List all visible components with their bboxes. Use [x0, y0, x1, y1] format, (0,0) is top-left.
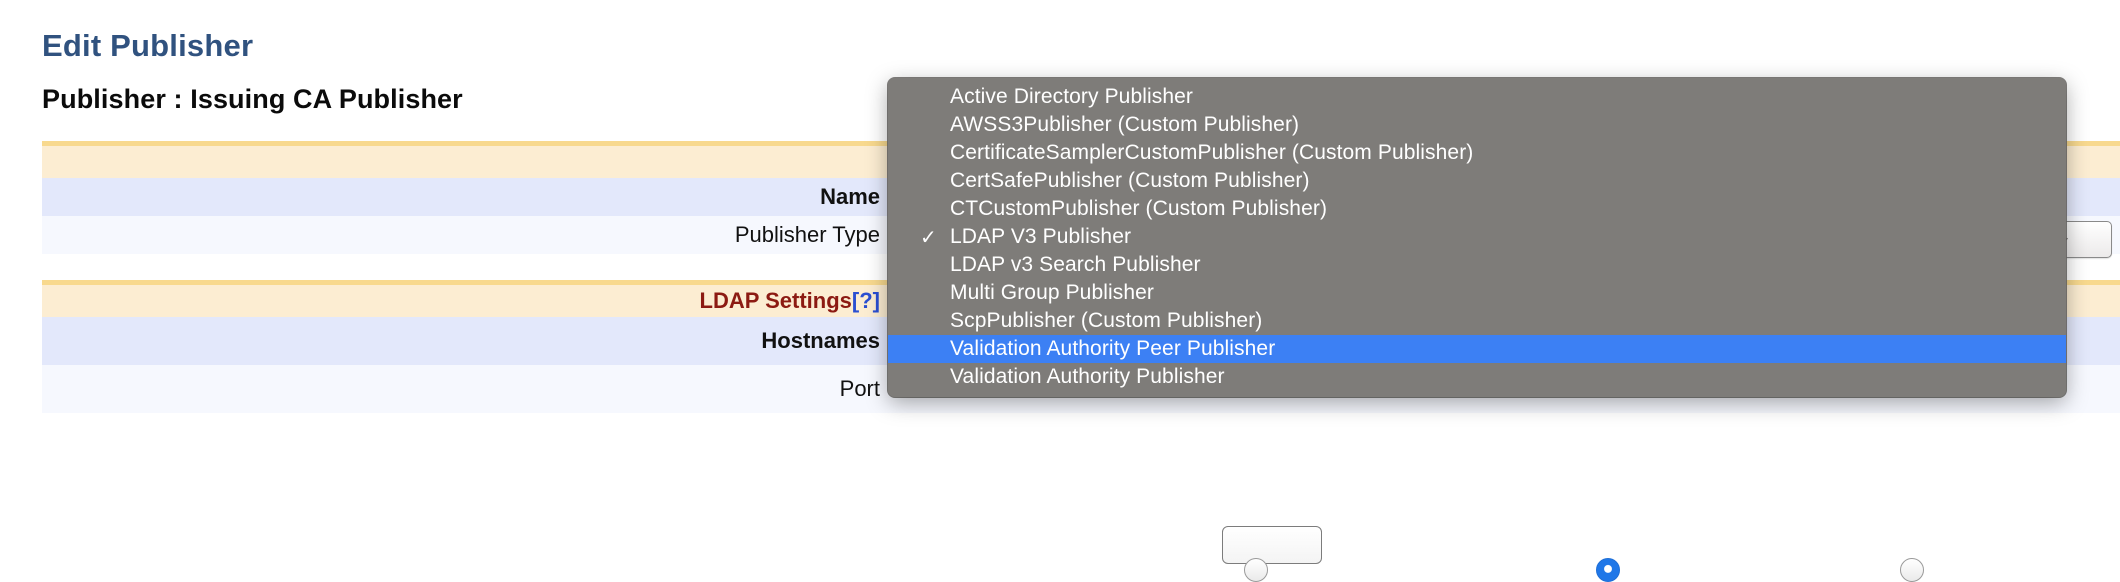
- dropdown-item-6[interactable]: LDAP v3 Search Publisher: [888, 251, 2066, 279]
- dropdown-item-label: AWSS3Publisher (Custom Publisher): [950, 113, 1300, 136]
- radio-option-3[interactable]: [1900, 558, 1924, 582]
- dropdown-item-4[interactable]: CTCustomPublisher (Custom Publisher): [888, 195, 2066, 223]
- dropdown-item-label: CertificateSamplerCustomPublisher (Custo…: [950, 141, 1474, 164]
- edit-publisher-page: Edit Publisher Publisher : Issuing CA Pu…: [42, 28, 2120, 582]
- dropdown-item-5[interactable]: ✓ LDAP V3 Publisher: [888, 223, 2066, 251]
- dropdown-item-7[interactable]: Multi Group Publisher: [888, 279, 2066, 307]
- publisher-subtitle: Publisher : Issuing CA Publisher: [42, 84, 463, 114]
- ldap-help-link[interactable]: [?]: [851, 288, 880, 313]
- section-title-ldap-text: LDAP Settings: [699, 288, 852, 313]
- label-port: Port: [839, 376, 880, 401]
- label-name: Name: [820, 184, 880, 209]
- dropdown-item-label: Multi Group Publisher: [950, 281, 1155, 304]
- radio-option-2[interactable]: [1596, 558, 1620, 582]
- dropdown-item-10[interactable]: Validation Authority Publisher: [888, 363, 2066, 391]
- dropdown-item-label: LDAP V3 Publisher: [950, 225, 1132, 248]
- port-input[interactable]: [1222, 526, 1322, 564]
- dropdown-item-label: Active Directory Publisher: [950, 85, 1194, 108]
- dropdown-item-label: Validation Authority Peer Publisher: [950, 337, 1276, 360]
- section-title-ldap: LDAP Settings[?]: [700, 288, 880, 314]
- dropdown-item-label: ScpPublisher (Custom Publisher): [950, 309, 1263, 332]
- dropdown-item-9[interactable]: Validation Authority Peer Publisher: [888, 335, 2066, 363]
- dropdown-item-0[interactable]: Active Directory Publisher: [888, 83, 2066, 111]
- dropdown-item-2[interactable]: CertificateSamplerCustomPublisher (Custo…: [888, 139, 2066, 167]
- dropdown-item-label: LDAP v3 Search Publisher: [950, 253, 1201, 276]
- dropdown-item-8[interactable]: ScpPublisher (Custom Publisher): [888, 307, 2066, 335]
- checkmark-icon: ✓: [920, 225, 937, 249]
- label-hostnames: Hostnames: [761, 328, 880, 353]
- dropdown-item-label: Validation Authority Publisher: [950, 365, 1225, 388]
- dropdown-item-label: CertSafePublisher (Custom Publisher): [950, 169, 1310, 192]
- label-publisher-type: Publisher Type: [734, 222, 880, 247]
- page-title: Edit Publisher: [42, 28, 254, 63]
- radio-option-1[interactable]: [1244, 558, 1268, 582]
- dropdown-item-1[interactable]: AWSS3Publisher (Custom Publisher): [888, 111, 2066, 139]
- dropdown-item-3[interactable]: CertSafePublisher (Custom Publisher): [888, 167, 2066, 195]
- dropdown-item-label: CTCustomPublisher (Custom Publisher): [950, 197, 1328, 220]
- publisher-type-dropdown-menu[interactable]: Active Directory Publisher AWSS3Publishe…: [888, 78, 2066, 397]
